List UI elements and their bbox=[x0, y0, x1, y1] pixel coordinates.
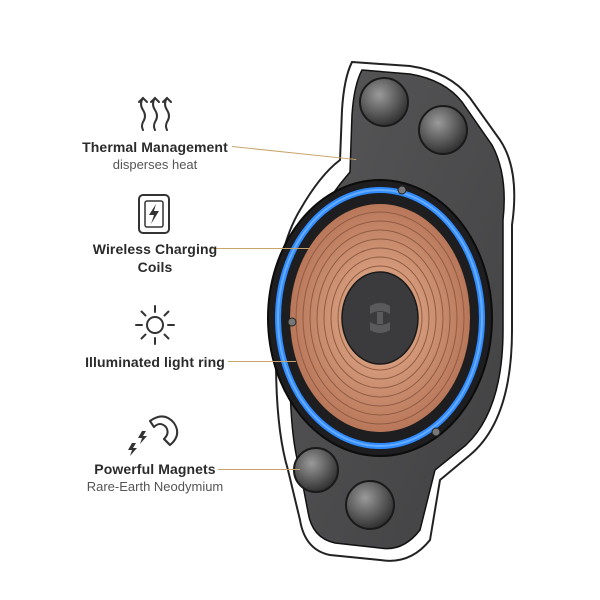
sun-icon bbox=[135, 305, 175, 345]
screw-top bbox=[397, 185, 407, 195]
feature-coils-title-line2: Coils bbox=[137, 259, 173, 275]
magnet-top-left bbox=[359, 77, 409, 127]
leader-coils bbox=[212, 248, 310, 249]
feature-magnets: Powerful Magnets Rare-Earth Neodymium bbox=[60, 460, 250, 495]
feature-light-ring-title: Illuminated light ring bbox=[85, 354, 225, 370]
leader-magnets bbox=[218, 469, 300, 470]
outer-shell-outline bbox=[274, 60, 516, 562]
magnet-icon bbox=[128, 415, 179, 456]
light-ring-glow bbox=[277, 189, 483, 447]
feature-thermal-subtitle: disperses heat bbox=[112, 157, 198, 172]
magnet-top-right bbox=[418, 105, 468, 155]
feature-coils: Wireless Charging Coils bbox=[60, 240, 250, 276]
screw-left bbox=[287, 317, 297, 327]
heat-waves-icon bbox=[138, 96, 172, 131]
feature-thermal-title: Thermal Management bbox=[82, 139, 228, 155]
feature-thermal: Thermal Management disperses heat bbox=[60, 138, 250, 173]
hub-logo-icon bbox=[370, 303, 390, 333]
charging-bolt-icon bbox=[138, 194, 170, 234]
feature-light-ring: Illuminated light ring bbox=[60, 353, 250, 371]
feature-magnets-subtitle: Rare-Earth Neodymium bbox=[86, 479, 224, 494]
feature-magnets-title: Powerful Magnets bbox=[94, 461, 216, 477]
screw-bottom bbox=[431, 427, 441, 437]
coil-windings bbox=[295, 211, 465, 425]
leader-ring bbox=[228, 361, 296, 362]
magnet-bottom-right bbox=[345, 480, 395, 530]
magnet-bottom-left bbox=[293, 447, 339, 493]
feature-coils-title: Wireless Charging bbox=[92, 241, 218, 257]
